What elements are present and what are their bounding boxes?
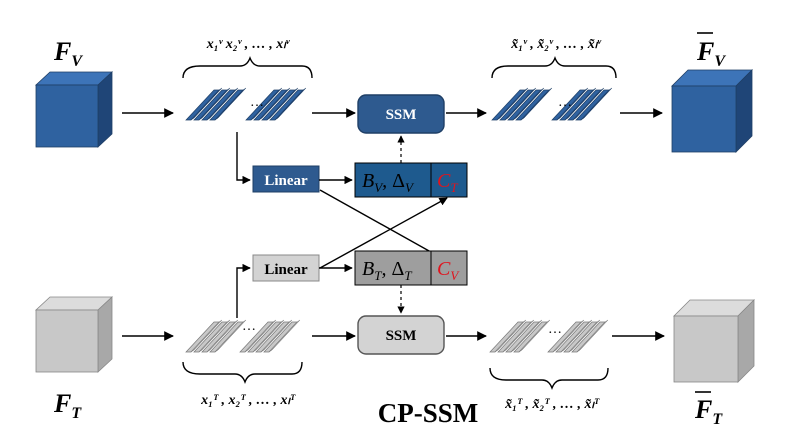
- visual-ssm-label: SSM: [386, 107, 417, 123]
- token-bar-side: [260, 319, 293, 353]
- token-bar-side: [206, 87, 239, 121]
- text-token-stack-1: [185, 319, 247, 353]
- token-bar-side: [266, 87, 299, 121]
- visual-input-label: FV: [53, 37, 83, 70]
- text-params-label: BT, ΔT: [362, 258, 412, 283]
- text-token-brace: [182, 361, 303, 384]
- token-bar-side: [206, 319, 239, 353]
- diagram-title: CP-SSM: [378, 398, 479, 428]
- text-c-block: [430, 250, 468, 286]
- visual-ssm-block: [357, 94, 445, 134]
- visual-tokens-label: x₁ᵛ x₂ᵛ , … , xₗᵛ: [206, 37, 291, 52]
- visual-out-token-ellipsis: …: [558, 95, 572, 110]
- token-bar-side: [568, 319, 601, 353]
- visual-output-label: FV: [696, 37, 726, 70]
- token-bar-side: [198, 319, 231, 353]
- token-bar-side: [190, 87, 223, 121]
- text-out-token-brace: [489, 367, 609, 390]
- token-bar-side: [556, 87, 589, 121]
- visual-out-tokens-label: x̃₁ᵛ , x̃₂ᵛ , … , x̃ₗᵛ: [510, 37, 602, 52]
- token-bar-side: [214, 87, 247, 121]
- text-c-label: CV: [437, 258, 460, 283]
- visual-c-block: [430, 162, 468, 198]
- token-bar-side: [520, 87, 553, 121]
- token-bar-side: [496, 87, 529, 121]
- token-bar-side: [512, 87, 545, 121]
- token-bar-side: [580, 87, 613, 121]
- token-bar-side: [250, 87, 283, 121]
- visual-input-cube: [34, 71, 114, 148]
- visual-linear-in-arrow: [236, 132, 251, 185]
- visual-out-token-stack-2: [551, 87, 613, 121]
- token-bar-side: [504, 87, 537, 121]
- token-bar-side: [190, 319, 223, 353]
- token-bar-side: [198, 87, 231, 121]
- token-bar-side: [214, 319, 247, 353]
- token-bar-side: [572, 87, 605, 121]
- token-bar-side: [494, 319, 527, 353]
- text-linear-label: Linear: [264, 262, 308, 278]
- text-token-ellipsis: …: [242, 319, 256, 334]
- token-bar-side: [244, 319, 277, 353]
- token-bar-side: [510, 319, 543, 353]
- visual-out-token-stack-1: [491, 87, 553, 121]
- text-params-block: [354, 250, 432, 286]
- visual-linear-label: Linear: [264, 173, 308, 189]
- text-out-token-ellipsis: …: [548, 322, 562, 337]
- token-bar-side: [564, 87, 597, 121]
- visual-linear-block: [252, 165, 320, 193]
- token-bar-side: [552, 319, 585, 353]
- text-ssm-block: [357, 315, 445, 355]
- text-out-token-stack-1: [489, 319, 551, 353]
- text-tokens-label: x₁ᵀ , x₂ᵀ , … , xₗᵀ: [200, 393, 296, 408]
- cross-text-to-visual-arrow: [319, 197, 448, 269]
- visual-token-ellipsis: …: [250, 95, 264, 110]
- visual-out-token-brace: [491, 56, 617, 79]
- text-output-cube: [673, 299, 755, 383]
- token-bar-side: [274, 87, 307, 121]
- text-output-label: FT: [694, 395, 723, 428]
- visual-params-label: BV, ΔV: [362, 170, 415, 195]
- token-bar-side: [502, 319, 535, 353]
- text-input-cube: [34, 296, 114, 373]
- visual-output-cube: [671, 69, 753, 153]
- text-input-label: FT: [53, 389, 82, 422]
- text-out-tokens-label: x̃₁ᵀ , x̃₂ᵀ , … , x̃ₗᵀ: [504, 397, 600, 412]
- visual-token-stack-1: [185, 87, 247, 121]
- cross-visual-to-text-arrow: [319, 189, 448, 262]
- token-bar-side: [252, 319, 285, 353]
- token-bar-side: [518, 319, 551, 353]
- text-token-stack-2: [239, 319, 301, 353]
- token-bar-side: [560, 319, 593, 353]
- text-linear-in-arrow: [236, 263, 251, 318]
- text-out-token-stack-2: [547, 319, 609, 353]
- visual-token-stack-2: [245, 87, 307, 121]
- token-bar-side: [268, 319, 301, 353]
- visual-token-brace: [182, 56, 313, 79]
- visual-c-label: CT: [437, 170, 458, 195]
- token-bar-side: [258, 87, 291, 121]
- token-bar-side: [576, 319, 609, 353]
- text-ssm-label: SSM: [386, 328, 417, 344]
- text-linear-block: [252, 254, 320, 282]
